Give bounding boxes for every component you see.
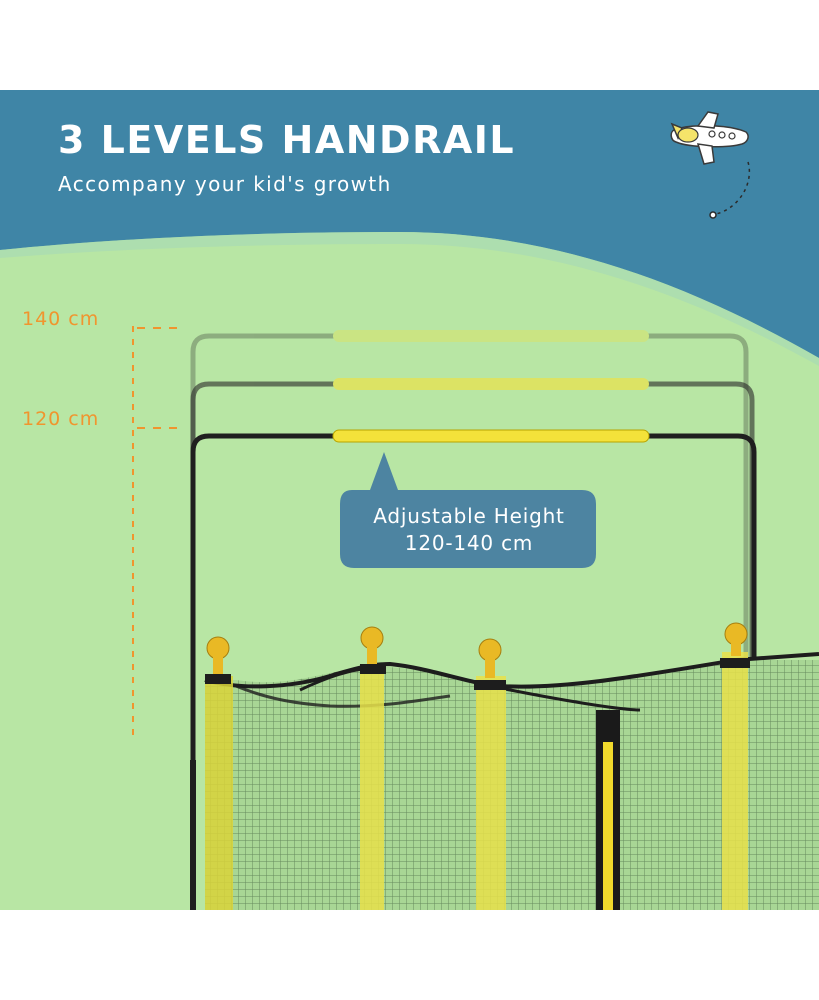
callout-line-1: Adjustable Height: [373, 504, 565, 528]
airplane-icon: [670, 111, 751, 219]
height-label-120: 120 cm: [22, 408, 100, 430]
page-subtitle: Accompany your kid's growth: [58, 172, 392, 196]
trampoline-net: [204, 622, 819, 910]
blue-banner: [0, 90, 819, 358]
height-label-140: 140 cm: [22, 308, 100, 330]
handrail-level-140: [190, 330, 749, 910]
handrail-level-130: [190, 378, 755, 910]
height-scale: [132, 326, 185, 740]
callout-bubble: [340, 452, 596, 568]
callout-text: Adjustable Height 120-140 cm: [340, 503, 598, 557]
banner-edge: [0, 232, 819, 366]
callout-line-2: 120-140 cm: [404, 531, 534, 555]
page-title: 3 LEVELS HANDRAIL: [58, 118, 516, 162]
handrail-level-120: [190, 429, 757, 910]
